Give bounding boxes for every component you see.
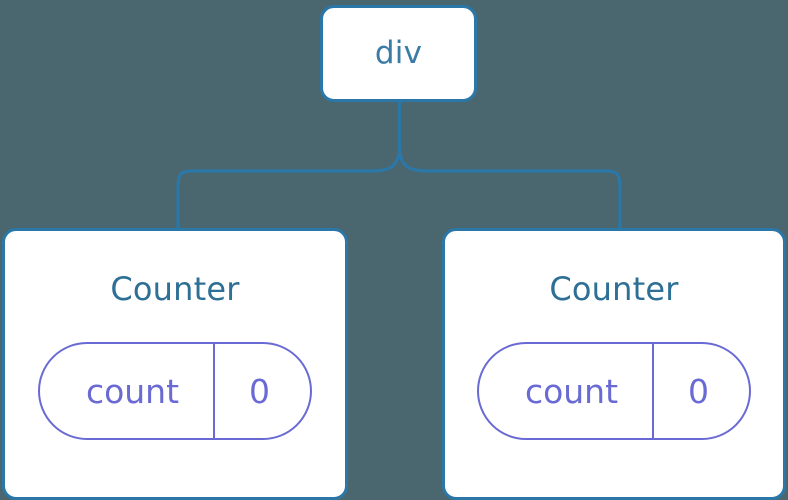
state-pill-left[interactable]: count 0 — [37, 342, 313, 440]
connector-root-to-counter-left — [176, 144, 402, 232]
state-value-left: 0 — [213, 344, 310, 438]
connector-root-to-counter-right — [397, 144, 622, 232]
state-pill-right[interactable]: count 0 — [476, 342, 752, 440]
node-div[interactable]: div — [320, 5, 477, 102]
node-counter-right[interactable]: Counter count 0 — [442, 228, 786, 500]
node-counter-right-label: Counter — [549, 270, 679, 308]
state-key-left: count — [85, 371, 180, 411]
node-counter-left-label: Counter — [110, 270, 240, 308]
state-key-right: count — [524, 371, 619, 411]
node-counter-left[interactable]: Counter count 0 — [2, 228, 348, 500]
state-value-right: 0 — [652, 344, 749, 438]
node-div-label: div — [374, 35, 423, 71]
